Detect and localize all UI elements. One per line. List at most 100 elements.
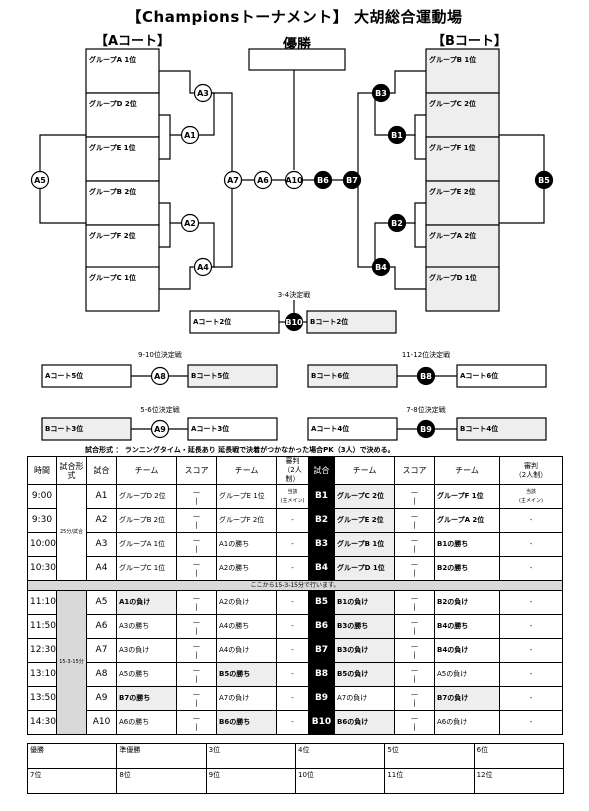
court-a-team-2: B5の勝ち	[216, 662, 277, 687]
court-a-game: A10	[86, 710, 117, 735]
court-b-referee: 当該(主メイン)	[499, 484, 563, 509]
p56-left-slot-label: Bコート3位	[45, 424, 83, 433]
ranking-cell: 7位	[26, 768, 118, 794]
node-a5-circle	[30, 170, 50, 190]
score-dash: —	[411, 617, 418, 626]
node-b5-circle	[534, 170, 554, 190]
bracket-line	[159, 114, 182, 136]
bracket-line	[405, 202, 426, 224]
court-a-game: A9	[86, 686, 117, 711]
time-cell: 10:30	[27, 556, 57, 581]
schedule-header-cell: 時間	[27, 456, 57, 485]
left-group-slot-6	[85, 266, 160, 312]
p78-title: 7-8位決定戦	[406, 405, 445, 414]
court-a-game: A5	[86, 590, 117, 615]
node-a10-circle	[284, 170, 304, 190]
score-cell: —|	[394, 590, 435, 615]
left-group-slot-1-label: グループA 1位	[89, 55, 136, 64]
court-b-game: B6	[308, 614, 335, 639]
time-cell: 9:30	[27, 508, 57, 533]
court-a-game: A6	[86, 614, 117, 639]
court-b-team-2: B2の負け	[434, 590, 500, 615]
score-divider: |	[413, 602, 416, 611]
node-b3-circle	[371, 83, 391, 103]
court-b-team-2: グループA 2位	[434, 508, 500, 533]
court-b-game: B2	[308, 508, 335, 533]
bracket-line	[414, 223, 426, 248]
schedule-header-cell: スコア	[394, 456, 435, 485]
court-b-game: B10	[308, 710, 335, 735]
court-a-team-2: A2の勝ち	[216, 556, 277, 581]
bracket-line	[405, 114, 426, 136]
score-cell: —|	[394, 532, 435, 557]
time-cell: 11:50	[27, 614, 57, 639]
format-change-note: ここから15-3-15分で行います。	[27, 580, 563, 591]
court-a-referee: -	[276, 686, 309, 711]
node-b3-label: B3	[375, 89, 387, 98]
court-b-referee: -	[499, 638, 563, 663]
left-group-slot-2	[85, 92, 160, 138]
court-b-team-2: B4の負け	[434, 638, 500, 663]
court-b-team-1: グループE 2位	[334, 508, 395, 533]
schedule-header-cell: 試合形式	[56, 456, 87, 485]
court-b-team-1: B3の負け	[334, 638, 395, 663]
right-group-slot-5-label: グループA 2位	[429, 231, 476, 240]
right-group-slot-4	[425, 180, 500, 226]
score-dash: —	[411, 559, 418, 568]
court-a-referee: -	[276, 590, 309, 615]
court-a-team-1: A6の勝ち	[116, 710, 177, 735]
score-cell: —|	[394, 686, 435, 711]
score-divider: |	[195, 496, 198, 505]
score-dash: —	[193, 665, 200, 674]
node-a9-circle	[150, 419, 170, 439]
score-dash: —	[193, 617, 200, 626]
right-group-slot-4-label: グループE 2位	[429, 187, 476, 196]
p1112-right-slot-label: Aコート6位	[460, 371, 498, 380]
left-group-slot-4-label: グループB 2位	[89, 187, 136, 196]
p1112-left-slot-label: Bコート6位	[311, 371, 349, 380]
node-a10-label: A10	[285, 176, 303, 185]
node-b10-label: B10	[285, 318, 303, 327]
score-divider: |	[413, 698, 416, 707]
court-a-referee: -	[276, 662, 309, 687]
left-group-slot-3-label: グループE 1位	[89, 143, 136, 152]
node-a1-circle	[180, 125, 200, 145]
score-cell: —|	[176, 614, 217, 639]
ranking-cell: 8位	[116, 768, 207, 794]
score-divider: |	[413, 520, 416, 529]
court-a-team-1: B7の勝ち	[116, 686, 177, 711]
node-a4-label: A4	[197, 263, 209, 272]
page-title: 【Championsトーナメント】 大胡総合運動場	[126, 8, 463, 26]
node-a8-circle	[150, 366, 170, 386]
score-dash: —	[193, 559, 200, 568]
right-group-slot-6-label: グループD 1位	[429, 273, 477, 282]
court-a-title: 【Aコート】	[95, 34, 171, 49]
court-b-referee: -	[499, 686, 563, 711]
court-a-referee: -	[276, 556, 309, 581]
schedule-header-cell: 試合	[308, 456, 335, 485]
score-divider: |	[413, 674, 416, 683]
ranking-cell: 準優勝	[116, 743, 207, 769]
score-cell: —|	[176, 638, 217, 663]
schedule-header-cell: チーム	[434, 456, 500, 485]
score-cell: —|	[176, 556, 217, 581]
node-b4-circle	[371, 257, 391, 277]
format-cell: 25分/試合	[56, 484, 87, 581]
p34-title: 3-4決定戦	[278, 290, 310, 299]
score-dash: —	[193, 641, 200, 650]
court-a-team-1: A1の負け	[116, 590, 177, 615]
court-a-referee: -	[276, 638, 309, 663]
court-b-game: B3	[308, 532, 335, 557]
court-a-team-1: A3の勝ち	[116, 614, 177, 639]
ranking-cell: 9位	[205, 768, 296, 794]
court-a-game: A2	[86, 508, 117, 533]
score-dash: —	[193, 535, 200, 544]
court-a-team-1: A5の勝ち	[116, 662, 177, 687]
court-b-team-2: A6の負け	[434, 710, 500, 735]
score-divider: |	[195, 602, 198, 611]
node-b9-label: B9	[420, 425, 432, 434]
score-dash: —	[411, 593, 418, 602]
bracket-line	[389, 266, 426, 290]
